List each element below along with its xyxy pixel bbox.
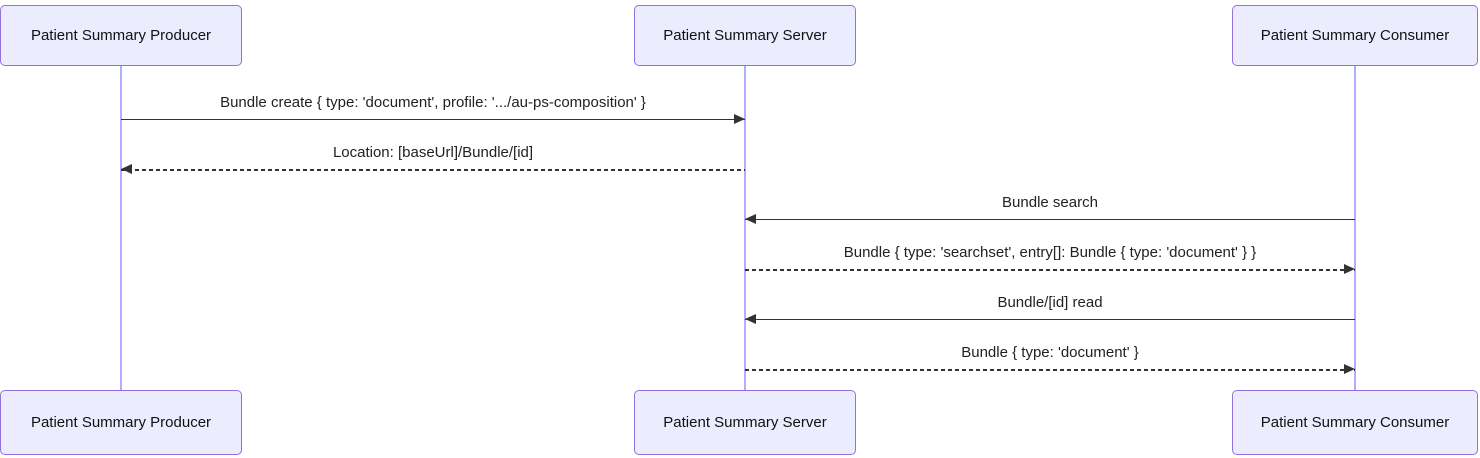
participant-header-producer[interactable]: Patient Summary Producer <box>0 5 242 66</box>
arrowhead-right-icon <box>734 114 745 124</box>
participant-label: Patient Summary Consumer <box>1260 27 1450 44</box>
message-line-solid <box>121 119 745 120</box>
participant-footer-producer[interactable]: Patient Summary Producer <box>0 390 242 455</box>
message-line-dashed <box>745 269 1355 271</box>
message-label: Bundle search <box>1002 194 1098 211</box>
arrowhead-left-icon <box>745 314 756 324</box>
arrowhead-right-icon <box>1344 264 1355 274</box>
lifeline-server <box>744 66 746 390</box>
message-label: Bundle create { type: 'document', profil… <box>220 94 646 111</box>
participant-header-server[interactable]: Patient Summary Server <box>634 5 856 66</box>
message-label: Bundle { type: 'document' } <box>961 344 1139 361</box>
participant-label: Patient Summary Server <box>663 414 827 431</box>
message-line-solid <box>745 319 1355 320</box>
participant-label: Patient Summary Server <box>663 27 827 44</box>
lifeline-consumer <box>1354 66 1356 390</box>
message-line-solid <box>745 219 1355 220</box>
participant-label: Patient Summary Producer <box>30 27 212 44</box>
arrowhead-left-icon <box>121 164 132 174</box>
lifeline-producer <box>120 66 122 390</box>
message-label: Location: [baseUrl]/Bundle/[id] <box>332 144 534 161</box>
participant-header-consumer[interactable]: Patient Summary Consumer <box>1232 5 1478 66</box>
message-label: Bundle/[id] read <box>997 294 1103 311</box>
arrowhead-right-icon <box>1344 364 1355 374</box>
arrowhead-left-icon <box>745 214 756 224</box>
participant-label: Patient Summary Producer <box>30 414 212 431</box>
message-line-dashed <box>745 369 1355 371</box>
participant-footer-server[interactable]: Patient Summary Server <box>634 390 856 455</box>
message-line-dashed <box>121 169 745 171</box>
participant-label: Patient Summary Consumer <box>1260 414 1450 431</box>
participant-footer-consumer[interactable]: Patient Summary Consumer <box>1232 390 1478 455</box>
message-label: Bundle { type: 'searchset', entry[]: Bun… <box>843 244 1257 261</box>
